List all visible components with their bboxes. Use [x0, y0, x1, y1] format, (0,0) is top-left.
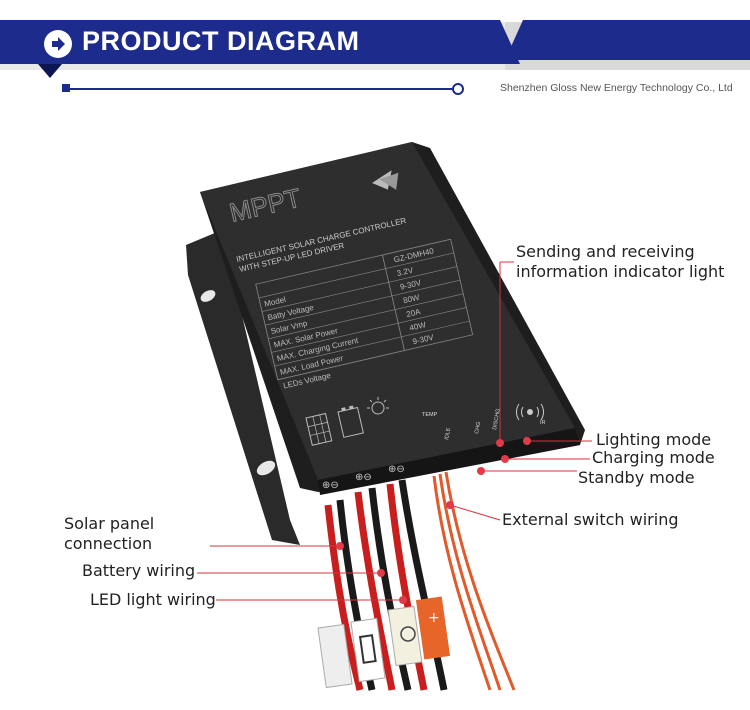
- spec-value-4: 40W: [409, 320, 427, 333]
- callout-lines: [197, 261, 592, 601]
- mounting-hole-bottom: [256, 460, 276, 476]
- title-banner: [0, 20, 520, 64]
- led-wire-black: [398, 479, 448, 691]
- led-tag-bulb-icon: [400, 626, 416, 642]
- spec-value-0: 3.2V: [396, 265, 415, 278]
- ir-label: IR: [540, 420, 546, 426]
- spec-table: GZ-DMH40 Model 3.2V Batty Voltage 9-30V …: [255, 238, 474, 391]
- switch-wire-1: [432, 475, 492, 691]
- callout-dots: [336, 437, 531, 604]
- divider-end: [452, 83, 464, 95]
- dischg-label: DISCHG: [492, 408, 502, 430]
- logo-icon: [372, 170, 399, 190]
- lamp-icon: [367, 397, 389, 415]
- housing-top: [200, 142, 575, 480]
- housing-front-edge: [318, 428, 580, 495]
- divider-line: [62, 88, 458, 90]
- battery-tag: [350, 617, 386, 683]
- page-title: PRODUCT DIAGRAM: [82, 26, 360, 56]
- polarity-battery: ⊕⊖: [355, 472, 372, 483]
- solar-panel-icon: [305, 412, 333, 446]
- callout-standby: Standby mode: [578, 468, 695, 487]
- spec-value-2: 80W: [402, 293, 420, 306]
- callout-battery: Battery wiring: [82, 561, 196, 580]
- callout-external: External switch wiring: [502, 510, 679, 529]
- callout-solar-line2: connection: [64, 534, 153, 553]
- battery-tag-icon: [358, 634, 377, 664]
- banner-notch: [38, 64, 62, 78]
- idle-label: IDLE: [444, 427, 452, 440]
- callout-sending-line2: information indicator light: [516, 262, 725, 281]
- mounting-hole-top: [200, 290, 216, 302]
- polarity-tag-plus: +: [428, 610, 440, 626]
- banner-right-block: [505, 20, 750, 60]
- callout-sending-line1: Sending and receiving: [516, 242, 695, 261]
- battery-wire-red: [354, 491, 396, 691]
- ir-sensor-icon: [515, 403, 545, 421]
- polarity-tag: [415, 596, 451, 660]
- temp-label: TEMP: [422, 412, 438, 418]
- chg-label: CHG: [474, 421, 482, 434]
- polarity-led: ⊕⊖: [388, 464, 405, 475]
- polarity-solar: ⊕⊖: [322, 480, 339, 491]
- solar-tag: [317, 623, 353, 689]
- callout-charging: Charging mode: [592, 448, 715, 467]
- led-tag: [387, 605, 423, 667]
- switch-wire-2: [438, 473, 502, 691]
- spec-value-3: 20A: [405, 307, 422, 319]
- callout-lighting: Lighting mode: [596, 430, 712, 449]
- solar-wire-red: [324, 504, 364, 691]
- callout-solar-line1: Solar panel: [64, 514, 155, 533]
- led-wire-red: [386, 483, 428, 691]
- battery-icon: [337, 405, 364, 438]
- arrow-right-circle-icon: [44, 30, 72, 58]
- callout-led: LED light wiring: [90, 590, 216, 609]
- company-name: Shenzhen Gloss New Energy Technology Co.…: [500, 82, 733, 94]
